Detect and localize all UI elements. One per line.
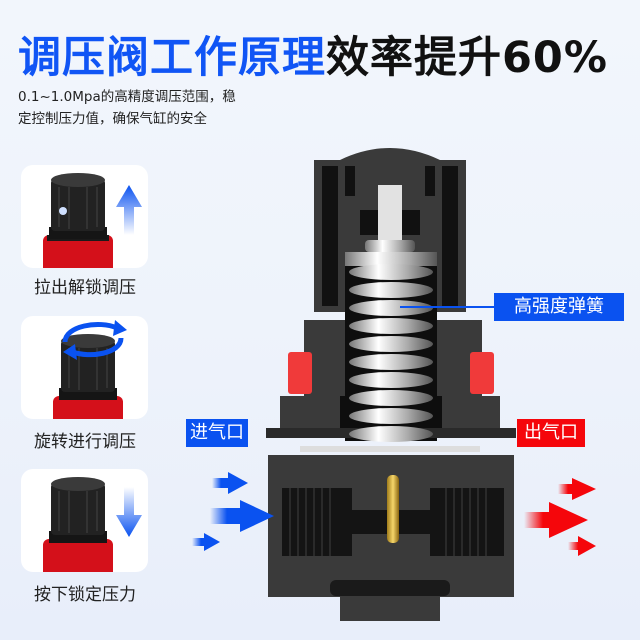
step-card-rotate bbox=[21, 316, 148, 419]
step-label-push: 按下锁定压力 bbox=[34, 585, 136, 605]
step-label-pull: 拉出解锁调压 bbox=[34, 278, 136, 298]
subtitle-line-1: 0.1~1.0Mpa的高精度调压范围，稳 bbox=[18, 89, 236, 105]
outlet-label: 出气口 bbox=[517, 419, 585, 447]
outlet-arrows bbox=[524, 478, 596, 556]
inlet-arrows bbox=[192, 472, 274, 551]
page-title: 调压阀工作原理效率提升60% bbox=[18, 32, 608, 84]
title-black-part: 效率提升60% bbox=[326, 33, 608, 83]
arrow-down-icon bbox=[116, 487, 142, 537]
knob-icon bbox=[43, 477, 113, 572]
subtitle: 0.1~1.0Mpa的高精度调压范围，稳 定控制压力值，确保气缸的安全 bbox=[18, 86, 298, 130]
spring-leader-line bbox=[400, 306, 494, 308]
step-card-push bbox=[21, 469, 148, 572]
arrow-up-icon bbox=[116, 185, 142, 235]
inlet-label: 进气口 bbox=[186, 419, 248, 447]
step-label-rotate: 旋转进行调压 bbox=[34, 432, 136, 452]
spring-label: 高强度弹簧 bbox=[494, 293, 624, 321]
subtitle-line-2: 定控制压力值，确保气缸的安全 bbox=[18, 111, 207, 127]
step-card-pull bbox=[21, 165, 148, 268]
title-blue-part: 调压阀工作原理 bbox=[18, 33, 326, 83]
rotate-icon bbox=[62, 320, 127, 360]
knob-icon bbox=[43, 173, 113, 268]
